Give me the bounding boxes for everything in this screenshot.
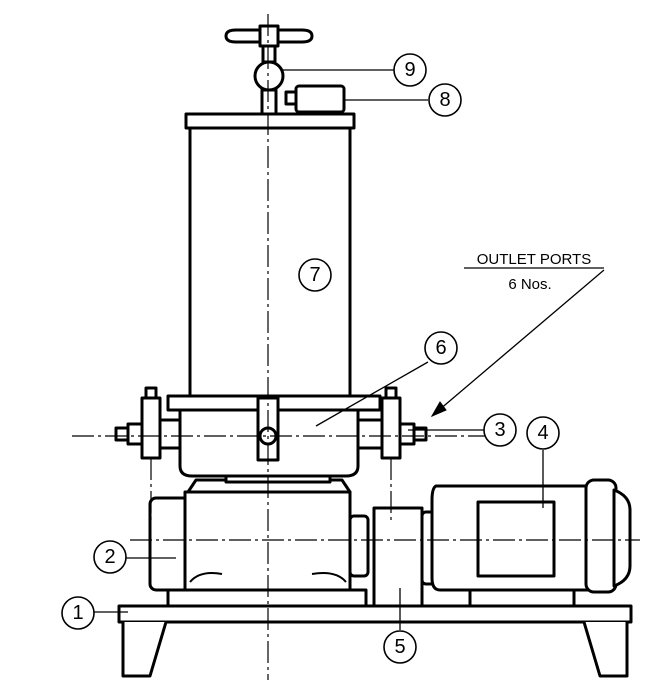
callout-7-label: 7 [309, 264, 320, 286]
callout-5: 5 [383, 630, 417, 664]
callout-3: 3 [483, 413, 517, 447]
callout-4: 4 [526, 416, 560, 450]
callout-2: 2 [93, 540, 127, 574]
base-frame [117, 604, 633, 678]
coupling-housing [372, 506, 424, 608]
handle-assembly [224, 24, 314, 116]
electric-motor [420, 478, 632, 608]
callout-6: 6 [424, 331, 458, 365]
callout-1-label: 1 [72, 602, 83, 624]
outlet-port-left [114, 386, 182, 460]
callout-9: 9 [393, 53, 427, 87]
gear-box [148, 478, 370, 608]
outlet-port-right [356, 386, 428, 460]
annotation-line-2: 6 Nos. [508, 276, 551, 293]
leader-lines [94, 69, 605, 630]
callout-2-label: 2 [104, 546, 115, 568]
callout-8: 8 [428, 83, 462, 117]
outlet-ports-annotation: OUTLET PORTS 6 Nos. [477, 251, 591, 293]
centerlines [72, 14, 640, 680]
level-switch [284, 84, 346, 114]
grease-reservoir [184, 112, 356, 398]
callout-4-label: 4 [537, 422, 548, 444]
callout-3-label: 3 [494, 419, 505, 441]
callout-7: 7 [298, 258, 332, 292]
callout-6-label: 6 [435, 337, 446, 359]
annotation-line-1: OUTLET PORTS [477, 251, 591, 268]
callout-5-label: 5 [394, 636, 405, 658]
callout-8-label: 8 [439, 89, 450, 111]
callout-1: 1 [61, 596, 95, 630]
callout-9-label: 9 [404, 59, 415, 81]
